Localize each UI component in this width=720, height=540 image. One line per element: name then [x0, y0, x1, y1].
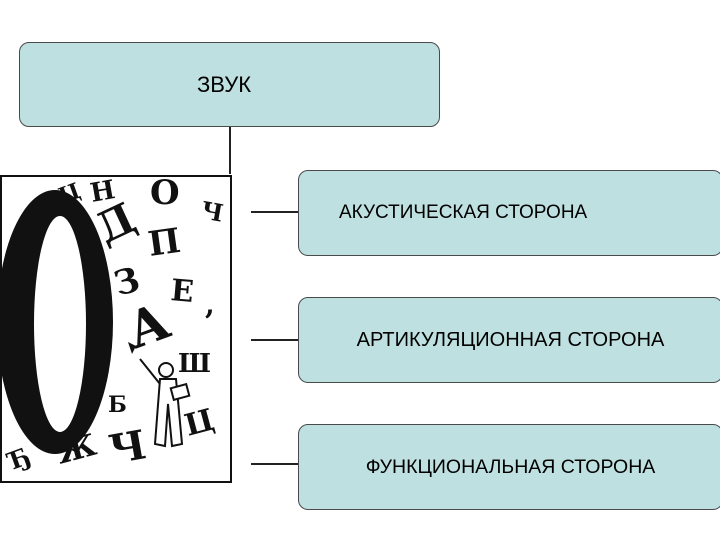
connector-branch-2 [251, 339, 298, 341]
svg-text:Е: Е [169, 273, 195, 310]
connector-trunk [229, 127, 231, 174]
root-node-label: ЗВУК [197, 71, 252, 97]
connector-branch-1 [251, 211, 298, 213]
svg-text:Н: Н [88, 175, 117, 209]
letters-collage-svg: Ц Н О Ч Д П З Е , А Ш Ц Б Ч Ж Ђ [0, 174, 232, 483]
child-node-label: АРТИКУЛЯЦИОННАЯ СТОРОНА [356, 328, 665, 351]
root-node: ЗВУК [19, 42, 440, 127]
svg-text:Ч: Ч [106, 421, 150, 474]
child-node-articulatory: АРТИКУЛЯЦИОННАЯ СТОРОНА [298, 297, 720, 383]
svg-text:П: П [146, 221, 183, 265]
svg-text:,: , [205, 288, 215, 321]
letters-collage-illustration: Ц Н О Ч Д П З Е , А Ш Ц Б Ч Ж Ђ [0, 174, 232, 484]
svg-text:Ш: Ш [178, 349, 211, 379]
svg-text:Б: Б [108, 392, 127, 418]
connector-branch-3 [251, 463, 298, 465]
svg-text:Ч: Ч [199, 195, 226, 227]
child-node-label: ФУНКЦИОНАЛЬНАЯ СТОРОНА [365, 455, 656, 478]
svg-text:О: О [150, 174, 180, 213]
child-node-acoustic: АКУСТИЧЕСКАЯ СТОРОНА [298, 170, 720, 256]
child-node-functional: ФУНКЦИОНАЛЬНАЯ СТОРОНА [298, 424, 720, 510]
child-node-label: АКУСТИЧЕСКАЯ СТОРОНА [339, 202, 588, 223]
